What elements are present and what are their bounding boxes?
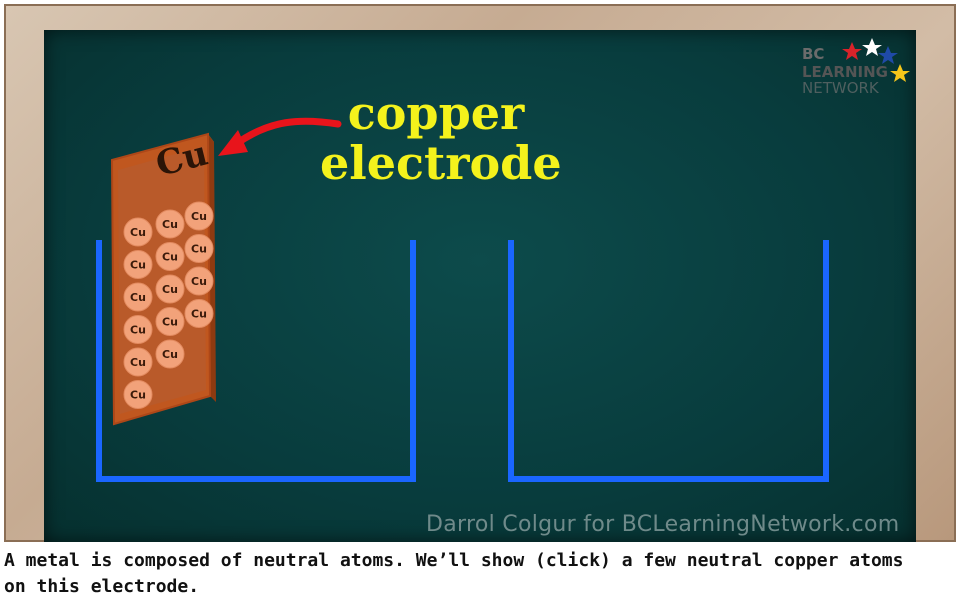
copper-atom: Cu (123, 217, 153, 247)
logo-stars-icon (842, 38, 910, 82)
copper-atom-label: Cu (162, 348, 178, 361)
copper-atom: Cu (123, 347, 153, 377)
bc-learning-network-logo: BC LEARNING NETWORK (800, 38, 918, 102)
arrow-to-electrode (218, 117, 342, 156)
copper-atom: Cu (123, 250, 153, 279)
label-copper: copper (347, 86, 525, 140)
copper-atom: Cu (123, 380, 153, 409)
copper-atom-label: Cu (130, 226, 146, 239)
copper-atom: Cu (184, 266, 214, 296)
caption-text: A metal is composed of neutral atoms. We… (4, 550, 904, 597)
copper-atom-label: Cu (130, 389, 146, 402)
copper-atom-label: Cu (162, 283, 178, 296)
copper-atom-label: Cu (191, 243, 207, 256)
label-electrode: electrode (320, 136, 562, 190)
copper-atom: Cu (155, 274, 185, 304)
credit-text: Darrol Colgur for BCLearningNetwork.com (426, 512, 900, 537)
copper-atom-label: Cu (162, 251, 178, 264)
right-beaker (508, 240, 829, 482)
copper-atom: Cu (155, 307, 185, 336)
copper-atom-label: Cu (162, 218, 178, 231)
copper-atom-label: Cu (130, 324, 146, 337)
copper-atom: Cu (155, 339, 185, 369)
copper-atom: Cu (123, 315, 153, 344)
copper-atom-label: Cu (191, 308, 207, 321)
copper-atom-label: Cu (191, 210, 207, 223)
copper-atom: Cu (155, 209, 185, 239)
logo-line-2: LEARNING (802, 63, 888, 81)
logo-line-1: BC (802, 45, 825, 63)
copper-atom: Cu (155, 242, 185, 271)
copper-atom-label: Cu (191, 275, 207, 288)
logo-line-3: NETWORK (802, 79, 879, 97)
copper-atom-label: Cu (130, 291, 146, 304)
copper-atom-label: Cu (162, 316, 178, 329)
left-beaker (96, 240, 416, 482)
copper-atom: Cu (184, 299, 214, 328)
copper-atom: Cu (123, 282, 153, 312)
copper-atom: Cu (184, 201, 214, 231)
copper-atom: Cu (184, 234, 214, 263)
copper-atom-label: Cu (130, 259, 146, 272)
copper-atom-label: Cu (130, 356, 146, 369)
